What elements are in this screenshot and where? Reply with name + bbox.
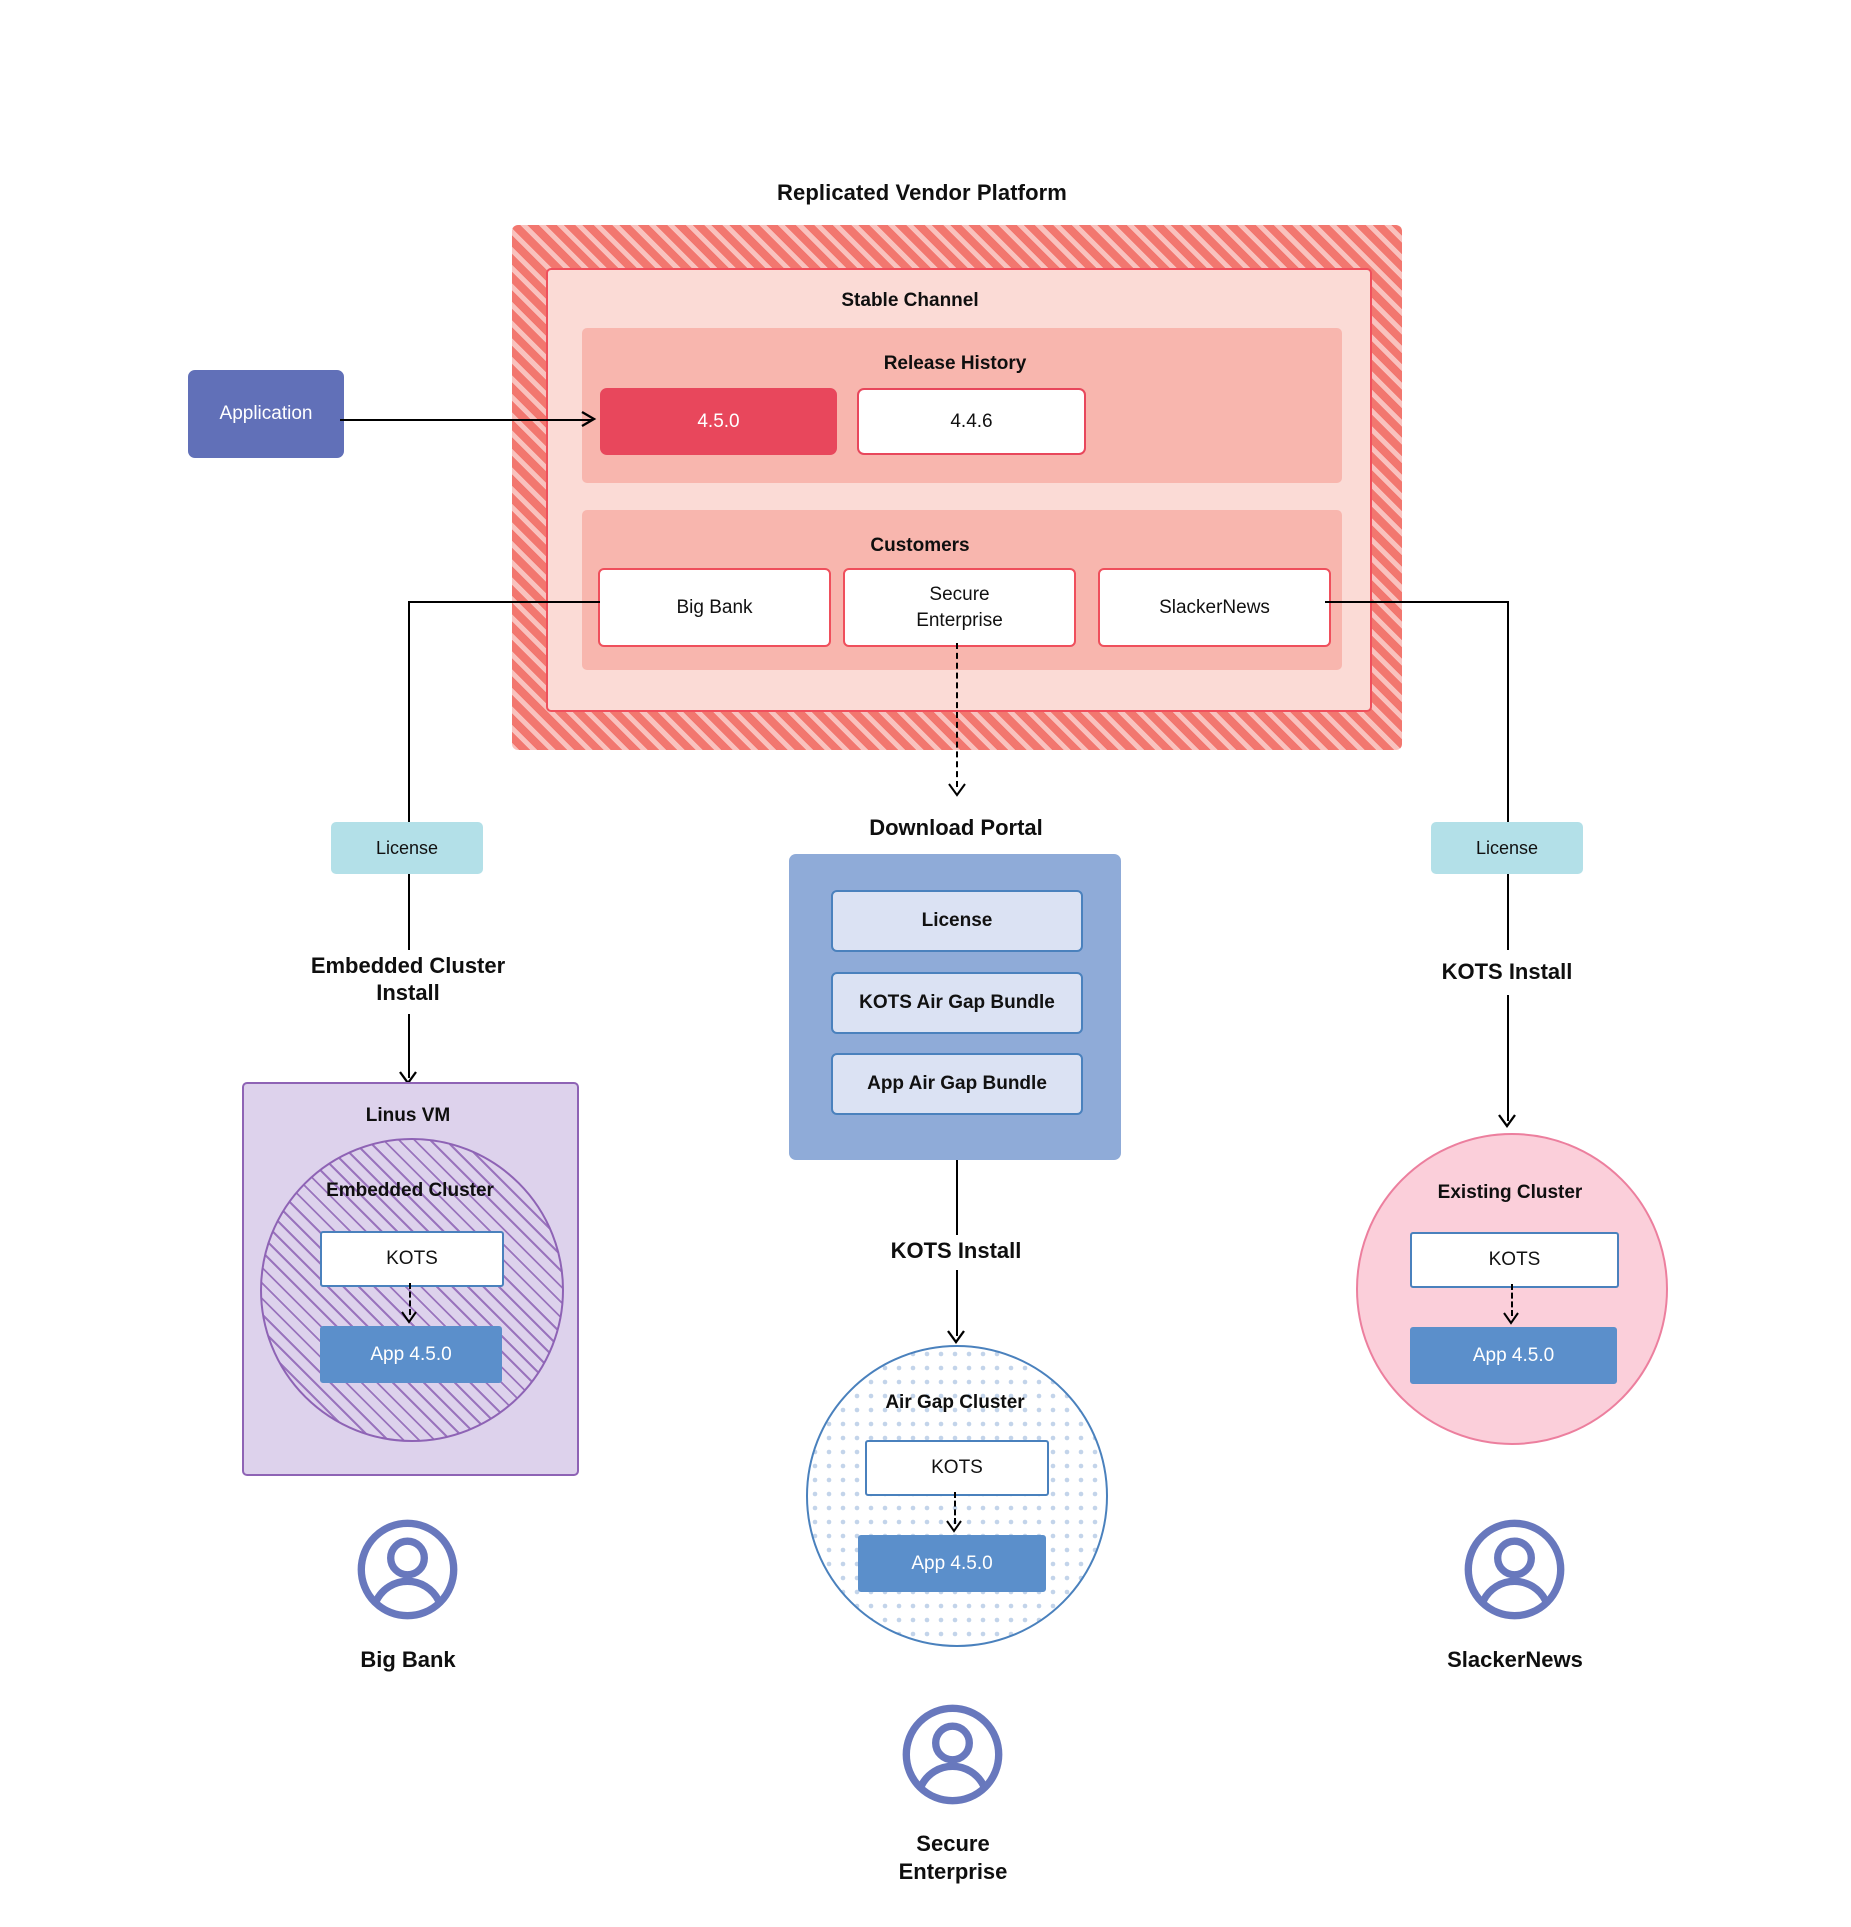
release-history-title: Release History bbox=[883, 353, 1027, 374]
app-version-box-airgap[interactable]: App 4.5.0 bbox=[858, 1535, 1046, 1592]
download-portal-title: Download Portal bbox=[869, 814, 1043, 840]
customer-card-secure-enterprise[interactable]: Secure Enterprise bbox=[843, 568, 1076, 647]
portal-item-kots-air-gap-bundle[interactable]: KOTS Air Gap Bundle bbox=[831, 972, 1083, 1034]
platform-title: Replicated Vendor Platform bbox=[777, 180, 1067, 205]
release-card-current[interactable]: 4.5.0 bbox=[600, 388, 837, 455]
app-version-box-embedded[interactable]: App 4.5.0 bbox=[320, 1326, 502, 1383]
embedded-cluster-install-label: Embedded Cluster Install bbox=[310, 953, 506, 1005]
kots-install-label-middle: KOTS Install bbox=[890, 1237, 1022, 1263]
air-gap-cluster-circle bbox=[806, 1345, 1108, 1647]
slackernews-connector-horizontal bbox=[1325, 601, 1509, 603]
application-to-release-connector bbox=[340, 419, 592, 421]
embedded-kots-to-app-dashed bbox=[409, 1283, 411, 1315]
stable-channel-title: Stable Channel bbox=[841, 290, 979, 311]
person-label-big-bank: Big Bank bbox=[360, 1647, 456, 1672]
person-label-slackernews: SlackerNews bbox=[1447, 1647, 1583, 1672]
portal-item-license[interactable]: License bbox=[831, 890, 1083, 952]
install-to-airgap-line bbox=[956, 1270, 958, 1336]
avatar-secure-enterprise bbox=[900, 1702, 1005, 1807]
slackernews-connector-vertical bbox=[1507, 601, 1509, 822]
airgap-kots-to-app-dashed bbox=[954, 1492, 956, 1524]
app-version-box-existing[interactable]: App 4.5.0 bbox=[1410, 1327, 1617, 1384]
customer-card-big-bank[interactable]: Big Bank bbox=[598, 568, 831, 647]
license-box-left[interactable]: License bbox=[331, 822, 483, 874]
air-gap-cluster-title: Air Gap Cluster bbox=[885, 1392, 1025, 1413]
embedded-cluster-title: Embedded Cluster bbox=[326, 1180, 494, 1201]
existing-cluster-title: Existing Cluster bbox=[1437, 1182, 1583, 1203]
person-label-secure-enterprise: Secure Enterprise bbox=[898, 1831, 1008, 1884]
right-license-to-install-line bbox=[1507, 874, 1509, 950]
linux-vm-title: Linus VM bbox=[365, 1105, 451, 1126]
arrow-head-down-icon bbox=[946, 1520, 962, 1533]
kots-box-existing[interactable]: KOTS bbox=[1410, 1232, 1619, 1288]
customers-title: Customers bbox=[870, 535, 970, 556]
kots-box-embedded[interactable]: KOTS bbox=[320, 1231, 504, 1287]
embedded-cluster-circle bbox=[260, 1138, 564, 1442]
big-bank-connector-vertical bbox=[408, 601, 410, 822]
arrow-head-down-icon bbox=[947, 1330, 965, 1344]
right-install-to-cluster-line bbox=[1507, 995, 1509, 1121]
arrow-head-down-icon bbox=[401, 1311, 417, 1324]
kots-box-airgap[interactable]: KOTS bbox=[865, 1440, 1049, 1496]
portal-item-app-air-gap-bundle[interactable]: App Air Gap Bundle bbox=[831, 1053, 1083, 1115]
arrow-head-down-icon bbox=[1498, 1114, 1516, 1128]
arrow-head-down-icon bbox=[1503, 1312, 1519, 1325]
existing-kots-to-app-dashed bbox=[1511, 1284, 1513, 1316]
arrow-head-right-icon bbox=[581, 411, 597, 427]
application-box[interactable]: Application bbox=[188, 370, 344, 458]
kots-install-label-right: KOTS Install bbox=[1441, 958, 1573, 984]
secure-enterprise-dashed-connector bbox=[956, 643, 958, 787]
portal-to-install-line bbox=[956, 1160, 958, 1235]
license-box-right[interactable]: License bbox=[1431, 822, 1583, 874]
big-bank-connector-horizontal bbox=[408, 601, 600, 603]
avatar-big-bank bbox=[355, 1517, 460, 1622]
left-license-to-install-line bbox=[408, 874, 410, 950]
customer-card-slackernews[interactable]: SlackerNews bbox=[1098, 568, 1331, 647]
avatar-slackernews bbox=[1462, 1517, 1567, 1622]
release-card-previous[interactable]: 4.4.6 bbox=[857, 388, 1086, 455]
left-install-to-vm-line bbox=[408, 1014, 410, 1078]
arrow-head-down-icon bbox=[948, 783, 966, 797]
